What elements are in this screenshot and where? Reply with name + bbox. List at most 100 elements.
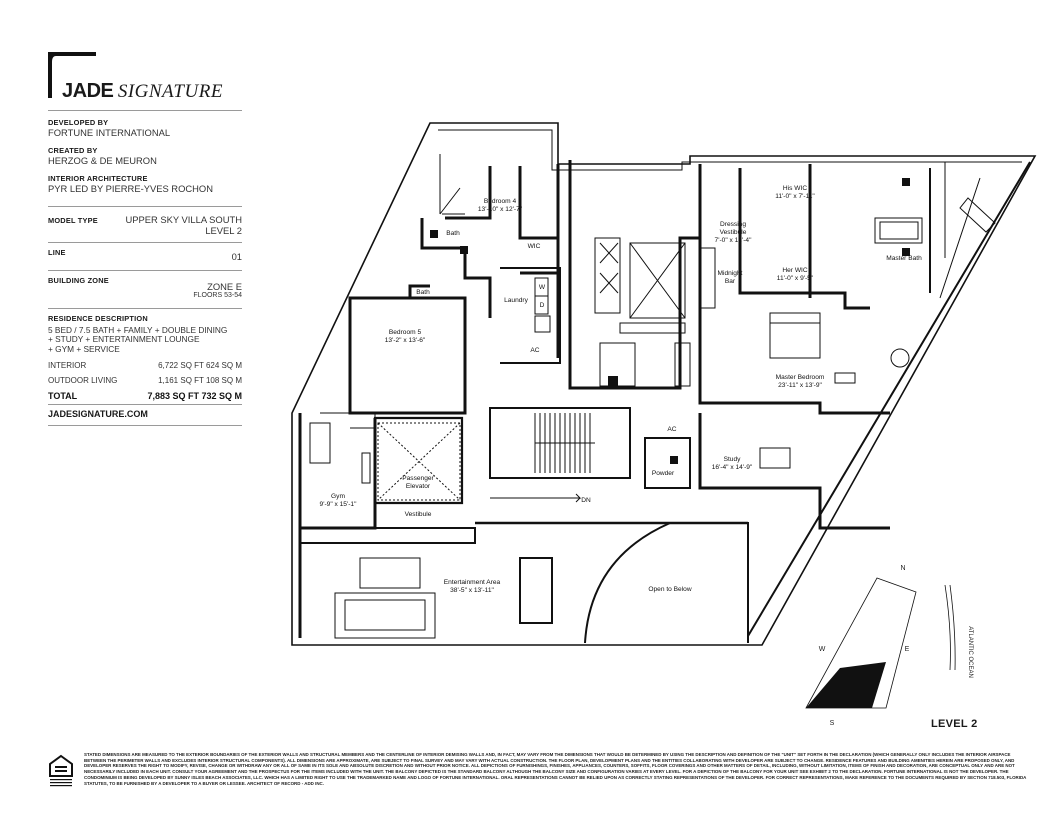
elevator-shaft xyxy=(629,242,686,319)
wall xyxy=(445,166,560,275)
info-sidebar: JADE SIGNATURE DEVELOPED BY FORTUNE INTE… xyxy=(48,50,242,427)
balcony-rail xyxy=(320,412,376,429)
compass-s: S xyxy=(830,720,835,727)
residence-description: RESIDENCE DESCRIPTION 5 BED / 7.5 BATH +… xyxy=(48,309,242,354)
dn-arrow xyxy=(490,493,582,503)
credit-value: PYR LED BY PIERRE-YVES ROCHON xyxy=(48,183,213,194)
line-row: LINE 01 xyxy=(48,243,242,270)
coffee-table xyxy=(359,557,421,589)
fixture xyxy=(430,230,438,238)
area-row-interior: INTERIOR 6,722 SQ FT 624 SQ M xyxy=(48,358,242,373)
total-value: 7,883 SQ FT 732 SQ M xyxy=(147,391,242,402)
room-laundry: Laundry xyxy=(504,297,529,304)
room-powder: Powder xyxy=(652,470,675,477)
room-ac1: AC xyxy=(530,347,539,354)
residence-line: + GYM + SERVICE xyxy=(48,343,120,354)
desk xyxy=(834,372,856,384)
compass-diagram: N W E S ATLANTIC OCEAN xyxy=(805,565,973,727)
brand-word-jade: JADE xyxy=(62,80,114,102)
core-wall xyxy=(674,342,691,387)
core-wall xyxy=(599,342,636,387)
credit-label: CREATED BY xyxy=(48,146,98,155)
zone-label: BUILDING ZONE xyxy=(48,276,109,285)
area-row-total: TOTAL 7,883 SQ FT 732 SQ M xyxy=(48,388,242,404)
compass-frame xyxy=(805,577,917,709)
study-desk xyxy=(759,447,791,469)
building-outline xyxy=(291,122,1037,646)
room-bedroom4-dims: 13'-10" x 12'-7" xyxy=(478,206,523,213)
credit-developer: DEVELOPED BY FORTUNE INTERNATIONAL xyxy=(48,118,242,138)
credit-value: HERZOG & DE MEURON xyxy=(48,155,157,166)
fixture xyxy=(608,376,618,386)
room-wic: WIC xyxy=(528,243,541,250)
room-dressing-2: Vestibule xyxy=(720,229,747,236)
compass-w: W xyxy=(819,646,826,653)
floor-plan: Bedroom 4 13'-10" x 12'-7" Bath WIC Bath… xyxy=(291,122,1037,646)
room-his-wic-dims: 11'-0" x 7'-11" xyxy=(775,193,815,200)
stair-treads xyxy=(534,413,595,473)
room-her-wic-dims: 11'-0" x 9'-5" xyxy=(777,275,814,282)
fixture xyxy=(902,248,910,256)
room-gym-dims: 9'-9" x 15'-1" xyxy=(320,501,358,508)
room-dressing: Dressing xyxy=(720,221,746,228)
room-ac2: AC xyxy=(667,426,676,433)
area-value: 1,161 SQ FT 108 SQ M xyxy=(158,376,242,386)
credit-label: DEVELOPED BY xyxy=(48,118,109,127)
room-d: D xyxy=(540,302,545,309)
model-type-row: MODEL TYPE UPPER SKY VILLA SOUTH LEVEL 2 xyxy=(48,207,242,242)
coastline xyxy=(944,584,951,671)
room-passenger: Passenger xyxy=(402,475,434,482)
room-master-bedroom: Master Bedroom xyxy=(776,374,825,381)
room-entertainment: Entertainment Area xyxy=(444,579,501,586)
master-bed xyxy=(769,312,821,359)
line-label: LINE xyxy=(48,248,66,257)
model-type-label: MODEL TYPE xyxy=(48,216,98,225)
fixture xyxy=(902,178,910,186)
room-bedroom5: Bedroom 5 xyxy=(389,329,422,336)
stair-dn: DN xyxy=(581,497,591,504)
passenger-elevator xyxy=(377,422,461,501)
compass-e: E xyxy=(905,646,910,653)
credit-creator: CREATED BY HERZOG & DE MEURON xyxy=(48,146,242,166)
balcony-rail xyxy=(939,162,981,299)
coastline xyxy=(949,584,956,671)
room-his-wic: His WIC xyxy=(783,185,807,192)
model-type-value: UPPER SKY VILLA SOUTH xyxy=(125,214,242,225)
area-row-outdoor: OUTDOOR LIVING 1,161 SQ FT 108 SQ M xyxy=(48,373,242,388)
pool-table xyxy=(519,557,553,624)
equal-housing-icon xyxy=(49,754,73,787)
elevator-shaft xyxy=(599,242,619,294)
outline-thick-right xyxy=(747,161,1031,637)
room-entertainment-dims: 38'-5" x 13'-11" xyxy=(450,587,494,594)
website-link[interactable]: JADESIGNATURE.COM xyxy=(48,409,148,420)
wall xyxy=(350,284,430,300)
model-level-value: LEVEL 2 xyxy=(205,225,242,236)
credit-interior: INTERIOR ARCHITECTURE PYR LED BY PIERRE-… xyxy=(48,174,242,194)
study-wall xyxy=(698,413,890,530)
brand-wordmark: JADE SIGNATURE xyxy=(62,80,223,103)
residence-line: + STUDY + ENTERTAINMENT LOUNGE xyxy=(48,334,200,345)
room-bath-b: Bath xyxy=(416,289,430,296)
room-master-bath: Master Bath xyxy=(886,255,922,262)
room-w: W xyxy=(539,284,546,291)
laundry-d-box xyxy=(534,295,549,315)
legal-disclaimer: STATED DIMENSIONS ARE MEASURED TO THE EX… xyxy=(84,752,1027,786)
core-wall xyxy=(619,322,686,334)
line-value: 01 xyxy=(231,251,242,262)
floors-value: FLOORS 53-54 xyxy=(193,292,242,299)
terrace-table xyxy=(890,348,910,368)
credit-value: FORTUNE INTERNATIONAL xyxy=(48,127,171,138)
compass-ocean: ATLANTIC OCEAN xyxy=(967,626,973,678)
weights xyxy=(361,452,371,484)
powder-room xyxy=(644,437,691,489)
core-wall xyxy=(568,160,700,390)
zone-row: BUILDING ZONE ZONE E FLOORS 53-54 xyxy=(48,271,242,308)
stair xyxy=(489,407,631,479)
room-bedroom5-dims: 13'-2" x 13'-6" xyxy=(385,337,426,344)
area-value: 6,722 SQ FT 624 SQ M xyxy=(158,361,242,371)
level-label: LEVEL 2 xyxy=(931,718,978,730)
room-midnight-2: Bar xyxy=(725,278,736,285)
compass-n: N xyxy=(900,565,905,572)
fixture xyxy=(670,456,678,464)
master-wall xyxy=(738,168,870,310)
